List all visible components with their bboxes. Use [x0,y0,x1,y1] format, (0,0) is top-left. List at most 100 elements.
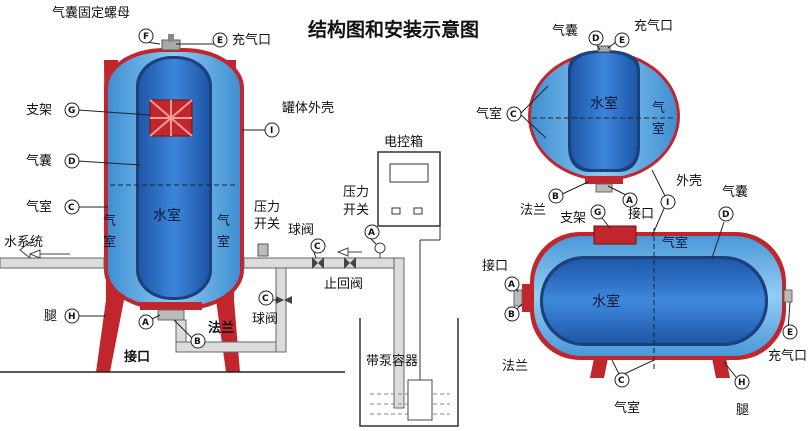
ball-valve-bottom-icon [276,296,292,304]
svg-text:C: C [510,110,517,120]
svg-text:H: H [738,378,746,388]
rt-label-bladder: 气囊 [552,23,578,39]
marker-c-valve: C [310,238,326,254]
left-air-label-right-1: 气 [217,213,230,229]
svg-text:D: D [68,157,75,167]
svg-text:D: D [722,210,729,220]
control-box-btn-2 [413,207,423,215]
left-top-stem [168,34,174,42]
water-pipe-left [0,257,105,269]
gauge-icon [374,242,386,254]
rb-label-flange: 法兰 [502,359,528,374]
label-bracket: 支架 [26,103,52,118]
label-ball-valve-top: 球阀 [288,223,314,238]
markers: F E G I D C H A B C A C C D E B A I G D … [64,28,798,390]
diagram-title: 结构图和安装示意图 [308,18,479,41]
svg-text:I: I [666,198,669,208]
left-tank: 水室 气 室 气 室 [96,34,244,372]
left-air-label-right-2: 室 [217,234,230,250]
label-air-chamber: 气室 [26,199,52,215]
rb-label-leg: 腿 [736,403,749,418]
rb-label-charge-port: 充气口 [768,348,807,364]
svg-text:C: C [262,294,269,304]
label-charge-port: 充气口 [232,32,271,48]
rt-label-charge-port: 充气口 [634,18,673,34]
pump-container [359,318,459,427]
marker-d-rt: D [588,30,604,46]
marker-c-rt: C [506,106,522,122]
svg-text:E: E [787,328,793,338]
svg-text:A: A [626,196,633,206]
svg-text:A: A [508,280,515,290]
svg-text:D: D [592,34,599,44]
marker-h-rb: H [734,374,750,390]
rt-top-nut [597,45,611,53]
flow-arrow-head [336,247,349,257]
marker-i-rt: I [660,194,676,210]
rt-air-label-2: 室 [652,121,665,137]
svg-text:G: G [594,208,601,218]
svg-text:A: A [368,228,375,238]
marker-e: E [212,32,228,48]
label-pressure-switch-1b: 开关 [254,217,280,232]
rt-bladder [571,53,637,169]
left-flange [140,302,202,310]
label-pump-container: 带泵容器 [366,353,418,369]
control-box-display [389,163,429,183]
label-bladder-nut: 气囊固定螺母 [52,5,130,21]
label-pressure-switch-2b: 开关 [343,203,369,218]
label-shell: 罐体外壳 [282,101,334,116]
rt-port [595,183,613,193]
marker-a-rt: A [622,192,638,208]
rb-label-bladder: 气囊 [722,184,748,200]
rb-label-air-chamber: 气室 [614,400,640,416]
left-air-label-left-2: 室 [103,234,116,250]
marker-g: G [64,102,80,118]
label-port: 接口 [124,349,150,365]
pressure-switch-icon [257,243,269,257]
marker-h: H [64,308,80,324]
marker-a: A [138,314,154,330]
marker-i: I [264,122,280,138]
rb-bracket [593,225,637,245]
marker-a-valve: A [364,224,380,240]
rb-label-bracket: 支架 [560,211,586,226]
svg-text:G: G [68,106,75,116]
svg-text:A: A [142,318,149,328]
rt-label-flange: 法兰 [520,203,546,218]
svg-text:C: C [314,242,321,252]
label-ball-valve-bottom: 球阀 [252,312,278,327]
label-water-system: 水系统 [4,235,43,250]
right-bottom-tank: 水室 气室 [513,225,793,378]
label-control-box: 电控箱 [384,134,423,150]
label-bladder: 气囊 [26,153,52,169]
marker-c: C [64,199,80,215]
rt-label-port: 接口 [628,206,654,222]
svg-text:B: B [552,192,559,202]
marker-e-rb: E [782,324,798,340]
marker-f: F [138,28,154,44]
rb-port [513,289,523,307]
label-pressure-switch-2a: 压力 [343,185,369,200]
control-box-btn-1 [391,207,401,215]
rb-flange [522,284,532,312]
marker-d: D [64,153,80,169]
control-box-frame [377,151,441,227]
marker-d-rb: D [718,206,734,222]
label-check-valve: 止回阀 [324,277,363,292]
svg-text:H: H [68,312,76,322]
water-pipe-down [393,257,405,409]
svg-text:I: I [270,126,273,136]
svg-text:C: C [68,203,75,213]
check-valve-icon [344,257,356,269]
pump-icon [407,379,433,421]
svg-text:E: E [217,36,223,46]
label-leg: 腿 [44,309,57,324]
svg-text:E: E [619,36,625,46]
rb-charge-port [783,289,793,303]
svg-text:F: F [143,32,149,42]
marker-b-rb: B [504,306,520,322]
rt-label-shell: 外壳 [676,174,702,189]
rt-flange [585,176,623,184]
